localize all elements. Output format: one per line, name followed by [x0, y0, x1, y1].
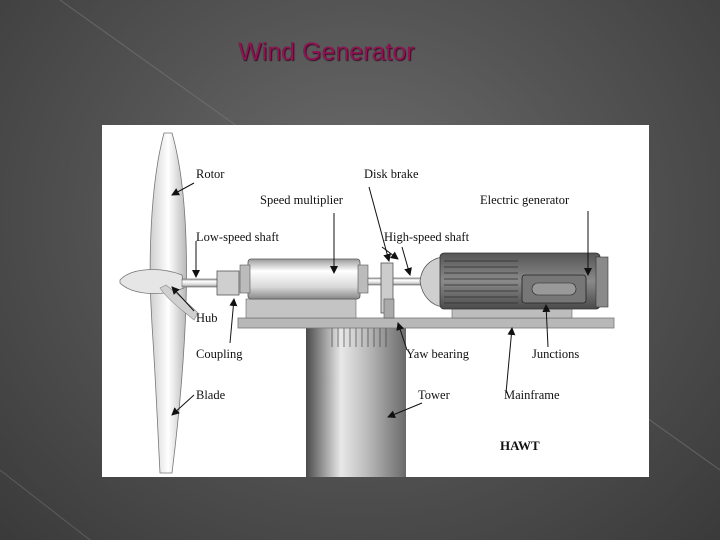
coupling-shape — [216, 270, 240, 296]
label-coupling: Coupling — [196, 347, 243, 361]
junction-window — [531, 282, 577, 296]
multiplier-flange-left — [239, 264, 251, 294]
label-hawt: HAWT — [500, 438, 540, 453]
label-junctions: Junctions — [532, 347, 580, 361]
diagram-drawing — [119, 132, 615, 477]
label-blade: Blade — [196, 388, 226, 402]
label-yaw-bearing: Yaw bearing — [406, 347, 469, 361]
label-electric-generator: Electric generator — [480, 193, 570, 207]
disk-brake-caliper — [383, 298, 395, 319]
low-speed-shaft-shape — [181, 278, 223, 288]
speed-multiplier-shape — [247, 258, 361, 300]
label-low-speed-shaft: Low-speed shaft — [196, 230, 279, 244]
tower-stripes — [331, 327, 387, 347]
label-tower: Tower — [418, 388, 450, 402]
label-speed-multiplier: Speed multiplier — [260, 193, 343, 207]
slide-title: Wind Generator — [238, 38, 415, 66]
label-rotor: Rotor — [196, 167, 225, 181]
generator-fins — [444, 260, 518, 304]
high-speed-shaft-shape — [367, 277, 429, 286]
generator-nose — [419, 256, 443, 308]
leader-lines — [171, 182, 592, 419]
label-high-speed-shaft: High-speed shaft — [384, 230, 470, 244]
multiplier-flange-right — [357, 264, 369, 294]
tower-shape — [306, 327, 406, 477]
label-mainframe: Mainframe — [504, 388, 560, 402]
label-hub: Hub — [196, 311, 218, 325]
blade-shape — [149, 132, 187, 474]
generator-end-cap — [595, 256, 609, 308]
label-disk-brake: Disk brake — [364, 167, 419, 181]
wind-turbine-diagram: Rotor Disk brake Speed multiplier Electr… — [102, 125, 649, 477]
mainframe-plate — [237, 317, 615, 329]
speed-multiplier-base — [245, 298, 357, 319]
